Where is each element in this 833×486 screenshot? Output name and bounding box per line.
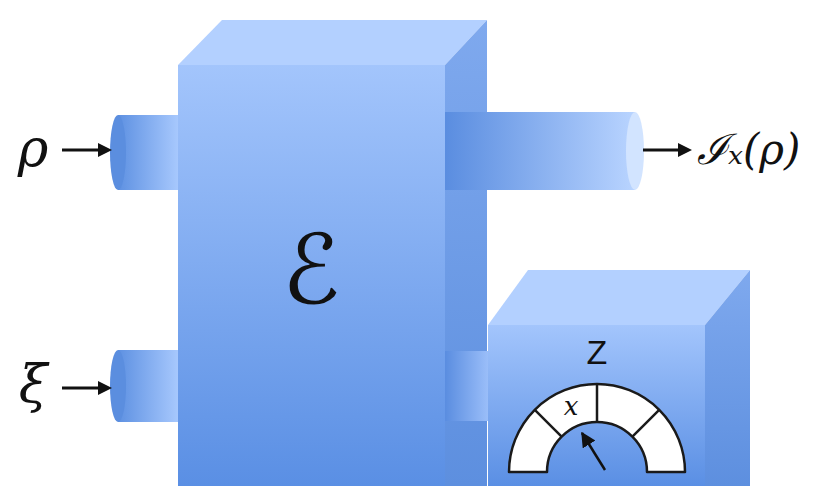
ancilla-state: ξ [19,358,48,410]
input-pipe [118,115,178,190]
input-pipe-end [110,350,126,422]
dial-divider [632,410,659,437]
output-arrowhead [678,143,692,157]
meter-box: Zx [488,325,705,486]
input-arrow [62,387,100,390]
connector-layer [445,386,488,387]
output-pipe [445,112,635,190]
input-arrowhead [98,381,112,395]
output-pipe-end [626,112,644,190]
meter-needle [582,433,605,470]
meter-dial [509,384,685,472]
channel-box: ℰ [178,65,445,486]
meter-top-face [488,270,750,325]
dial-divider [596,384,599,422]
box-front-face [178,65,445,486]
input-arrowhead [98,143,112,157]
output-arrow [643,149,680,152]
meter-name: Z [587,335,608,369]
channel-symbol: ℰ [282,222,340,318]
output-state: ℐₓ(ρ) [697,129,800,171]
input-state: ρ [18,122,49,174]
dial-divider [535,410,562,437]
input-pipe [118,350,178,422]
meter-front-face [488,325,705,486]
box-side-face [445,20,487,486]
pipe-connector [445,351,488,421]
outcome-symbol: x [564,393,579,419]
input-arrow [62,149,100,152]
input-pipe-end [110,115,126,190]
meter-side-face [705,270,750,486]
box-top-face [178,20,487,65]
